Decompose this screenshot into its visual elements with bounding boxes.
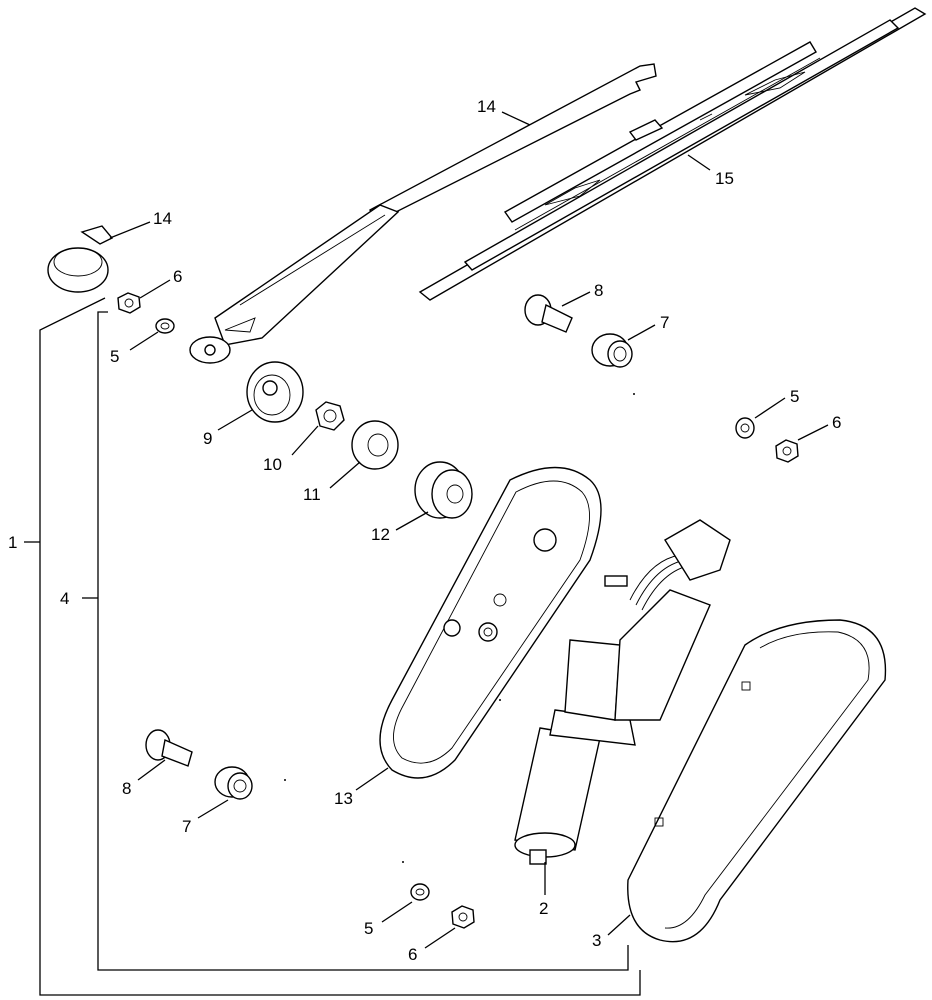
grommet-bottom <box>214 766 253 800</box>
mounting-plate-gasket <box>379 466 602 779</box>
nut-right <box>775 439 799 463</box>
callout-11: 11 <box>303 485 321 504</box>
spindle-washer <box>351 420 399 470</box>
spindle-cap <box>246 361 304 423</box>
callout-1: 1 <box>8 533 17 552</box>
washer-right <box>735 417 755 439</box>
callout-5-bottom: 5 <box>364 919 373 938</box>
callout-8-bottom: 8 <box>122 779 131 798</box>
bolt-bottom <box>145 729 193 767</box>
callout-7-bottom: 7 <box>182 817 191 836</box>
motor-cover <box>627 619 887 943</box>
clip <box>47 225 114 293</box>
callout-6-right: 6 <box>832 413 841 432</box>
bracket-assembly-4 <box>82 311 629 971</box>
callout-7-top: 7 <box>660 313 669 332</box>
callout-12: 12 <box>371 525 390 544</box>
wiper-blade <box>418 7 927 301</box>
bracket-assembly-1 <box>24 297 641 996</box>
spindle-nut <box>315 401 345 431</box>
wiper-arm <box>189 63 657 364</box>
washer-top-left <box>155 318 175 334</box>
callout-5-right: 5 <box>790 387 799 406</box>
callout-14-clip: 14 <box>153 209 172 228</box>
callout-6-top: 6 <box>173 267 182 286</box>
wiper-motor <box>514 519 731 865</box>
grommet-top <box>591 333 633 368</box>
callout-10: 10 <box>263 455 282 474</box>
callout-15-blade: 15 <box>715 169 734 188</box>
callout-6-bottom: 6 <box>408 945 417 964</box>
callout-9: 9 <box>203 429 212 448</box>
leader-lines <box>109 111 829 949</box>
spindle-seal <box>414 461 473 519</box>
callout-3: 3 <box>592 931 601 950</box>
callout-14-arm: 14 <box>477 97 496 116</box>
nut-top-left <box>117 292 141 314</box>
callout-8-top: 8 <box>594 281 603 300</box>
registration-dots <box>284 393 635 863</box>
callout-4: 4 <box>60 589 69 608</box>
nut-bottom <box>451 905 475 929</box>
washer-bottom <box>410 883 430 901</box>
callout-5-top: 5 <box>110 347 119 366</box>
callout-13: 13 <box>334 789 353 808</box>
callout-labels: 1 4 14 15 14 6 5 8 7 5 6 9 10 11 12 13 8… <box>8 97 841 964</box>
callout-2: 2 <box>539 899 548 918</box>
bolt-top <box>524 294 573 333</box>
